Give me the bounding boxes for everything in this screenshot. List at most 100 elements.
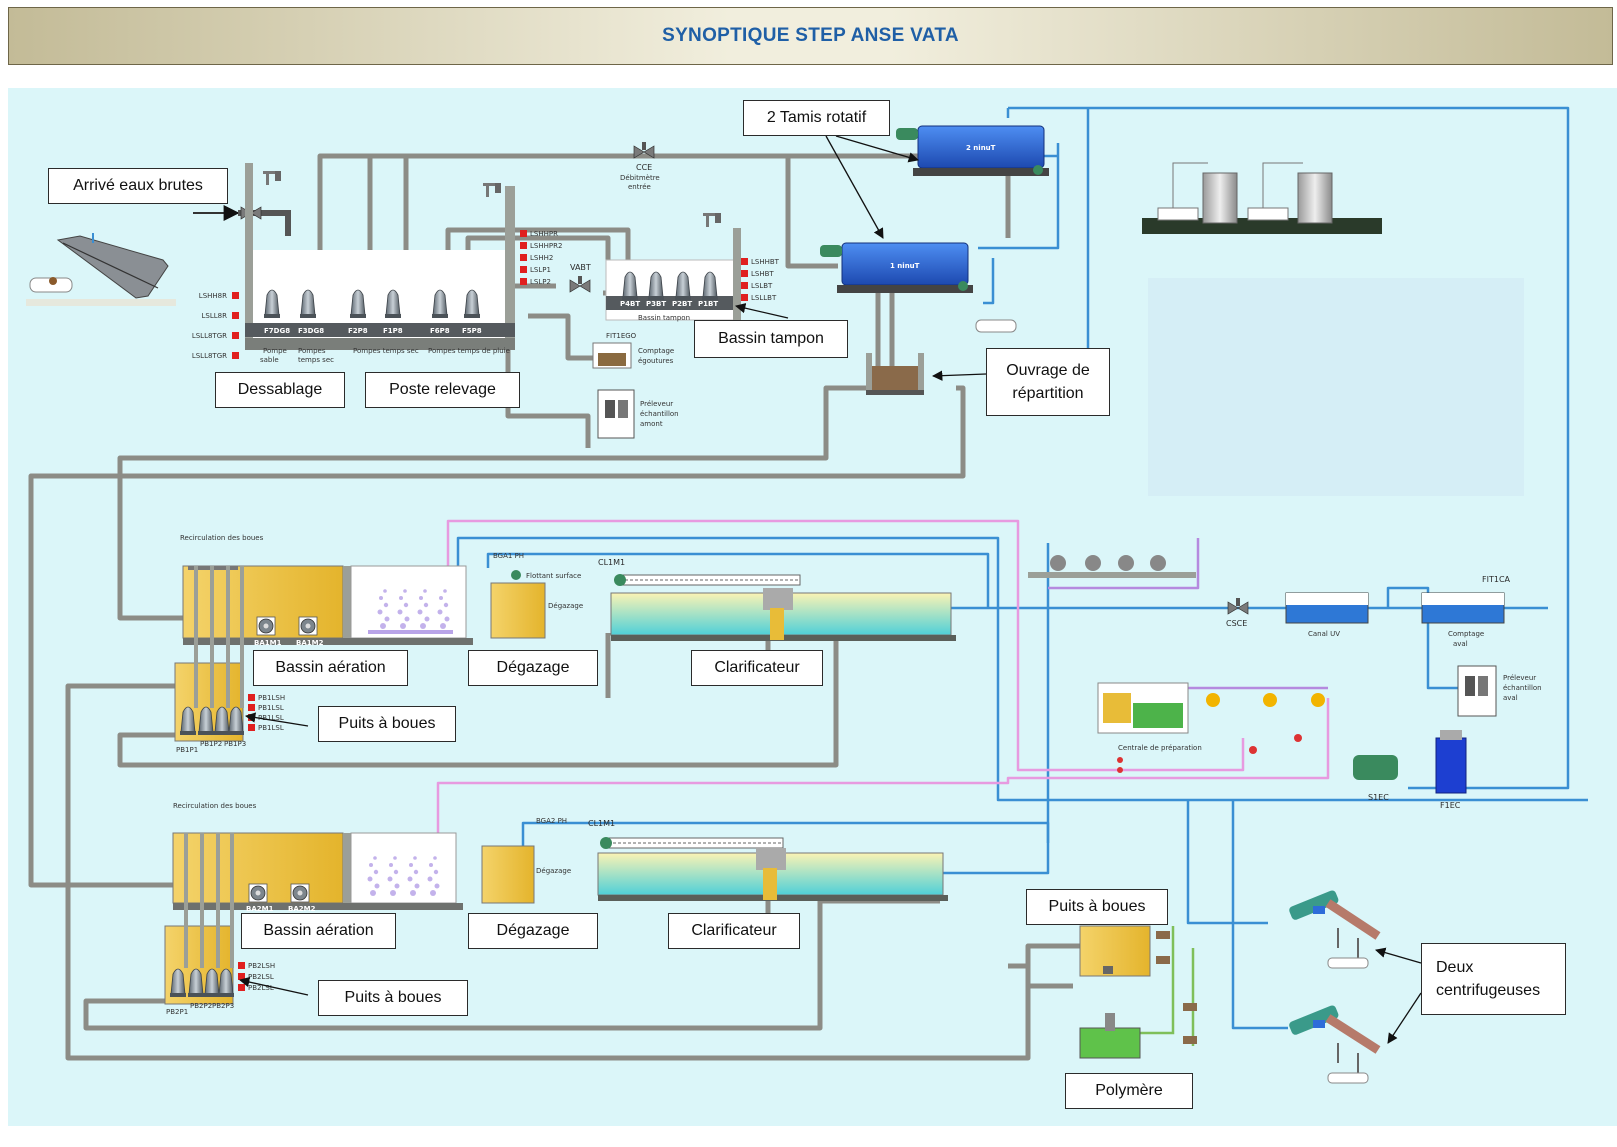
callout-arrive-eaux-brutes: Arrivé eaux brutes (48, 168, 228, 204)
status-tag-indicator (520, 278, 527, 285)
tamis-waste-bin (975, 319, 1017, 333)
status-tag-label: LSLLBT (751, 294, 777, 302)
svg-text:Dégazage: Dégazage (548, 602, 583, 610)
svg-text:PB1P3: PB1P3 (224, 740, 246, 748)
aerator-label: BA2M1 (246, 905, 274, 913)
status-tag-label: LSHBT (751, 270, 774, 278)
svg-text:égoutures: égoutures (638, 357, 674, 365)
status-tag-label: LSLP2 (530, 278, 551, 286)
svg-text:Canal UV: Canal UV (1308, 630, 1340, 638)
callout-clarificateur-2: Clarificateur (668, 913, 800, 949)
page-title: SYNOPTIQUE STEP ANSE VATA (662, 25, 959, 46)
tampon-pump-label: P4BT (620, 300, 640, 308)
svg-text:Recirculation des boues: Recirculation des boues (180, 534, 264, 542)
status-tag-label: LSHH8R (199, 292, 227, 300)
status-tag-label: LSLL8R (202, 312, 228, 320)
svg-text:Pompe: Pompe (263, 347, 287, 355)
svg-text:Pompes: Pompes (298, 347, 326, 355)
relevage-pump-label: F6P8 (430, 327, 450, 335)
status-tag-label: PB1LSL (258, 724, 284, 732)
cce-top: CCE Débitmètre entrée (620, 141, 660, 191)
callout-bassin-aeration-1: Bassin aération (253, 650, 408, 686)
status-tag-label: PB1LSH (258, 694, 285, 702)
status-tag-label: LSHHPR (530, 230, 558, 238)
svg-text:temps sec: temps sec (298, 356, 334, 364)
callout-tamis-rotatif: 2 Tamis rotatif (743, 100, 890, 136)
svg-text:BGA1 PH: BGA1 PH (493, 552, 524, 560)
svg-text:F1EC: F1EC (1440, 801, 1461, 810)
status-tag-indicator (520, 242, 527, 249)
comptage-egoutures: Comptage égoutures FIT1EGO (592, 332, 674, 369)
callout-bassin-aeration-2: Bassin aération (241, 913, 396, 949)
callout-degazage-1: Dégazage (468, 650, 598, 686)
status-tag-label: PB2LSH (248, 962, 275, 970)
relevage-pump-label: F2P8 (348, 327, 368, 335)
status-tag-label: LSLBT (751, 282, 773, 290)
svg-text:PB2P3: PB2P3 (212, 1002, 234, 1010)
callout-clarificateur-1: Clarificateur (691, 650, 823, 686)
aerator-label: BA1M1 (254, 639, 282, 647)
callout-puits-boues-2: Puits à boues (318, 980, 468, 1016)
status-tag-indicator (238, 962, 245, 969)
status-tag-indicator (520, 254, 527, 261)
svg-text:FIT1CA: FIT1CA (1482, 575, 1511, 584)
status-tag-indicator (248, 694, 255, 701)
svg-text:CCE: CCE (636, 163, 652, 172)
svg-text:sable: sable (260, 356, 279, 364)
status-tag-indicator (741, 258, 748, 265)
svg-text:échantillon: échantillon (640, 410, 679, 418)
status-tag-indicator (232, 352, 239, 359)
callout-bassin-tampon: Bassin tampon (694, 320, 848, 358)
callout-arrows (238, 135, 1422, 1044)
callout-deux-centrifugeuses: Deux centrifugeuses (1421, 943, 1566, 1015)
svg-text:Dégazage: Dégazage (536, 867, 571, 875)
aerator-label: BA1M2 (296, 639, 324, 647)
status-tag-label: LSLP1 (530, 266, 551, 274)
svg-text:Préleveur: Préleveur (640, 400, 673, 408)
svg-text:Débitmètre: Débitmètre (620, 174, 660, 182)
status-tag-label: PB1LSL (258, 704, 284, 712)
status-tag-indicator (232, 312, 239, 319)
prelev-amont: Préleveur échantillon amont (597, 389, 679, 439)
callout-degazage-2: Dégazage (468, 913, 598, 949)
status-tag-label: PB2LSL (248, 973, 274, 981)
svg-text:2 ninuT: 2 ninuT (966, 144, 996, 152)
vanne-label: VABT (570, 263, 591, 272)
callout-ouvrage-repartition: Ouvrage de répartition (986, 348, 1110, 416)
status-tag-label: LSLL8TGR (192, 352, 227, 360)
tamis-rotatif-1: 2 ninuT (896, 125, 1049, 176)
filiere-1: BA1M1 BA1M2 Recirculation des boues Dégaz… (174, 534, 956, 754)
svg-text:aval: aval (1453, 640, 1468, 648)
empty-zone (1148, 278, 1524, 496)
callout-centrifugeuses-line2: centrifugeuses (1436, 982, 1541, 999)
ouvrage-repartition (866, 353, 924, 395)
svg-text:BGA2 PH: BGA2 PH (536, 817, 567, 825)
relevage-pump-label: F5P8 (462, 327, 482, 335)
callout-dessablage: Dessablage (215, 372, 345, 408)
status-tag-indicator (248, 724, 255, 731)
svg-text:PB2P2: PB2P2 (190, 1002, 212, 1010)
status-tag-label: PB1LSL (258, 714, 284, 722)
svg-text:CL1M1: CL1M1 (598, 558, 625, 567)
svg-text:Recirculation des boues: Recirculation des boues (173, 802, 257, 810)
status-tag-indicator (741, 294, 748, 301)
tamis-rotatif-2: 1 ninuT (820, 242, 973, 293)
status-tag-label: PB2LSL (248, 984, 274, 992)
tampon-pump-label: P1BT (698, 300, 718, 308)
relevage-pump-label: F3DG8 (298, 327, 324, 335)
svg-text:1 ninuT: 1 ninuT (890, 262, 920, 270)
svg-text:Pompes temps sec: Pompes temps sec (353, 347, 419, 355)
callout-ouvrage-line2: répartition (1012, 385, 1084, 402)
svg-text:PB2P1: PB2P1 (166, 1008, 188, 1016)
callout-ouvrage-line1: Ouvrage de (1006, 361, 1090, 379)
polymer-manifold (1028, 555, 1196, 578)
relevage-pump-label: F7DG8 (264, 327, 290, 335)
svg-text:PB1P1: PB1P1 (176, 746, 198, 754)
status-tag-label: LSHHBT (751, 258, 780, 266)
silos (1142, 162, 1382, 234)
